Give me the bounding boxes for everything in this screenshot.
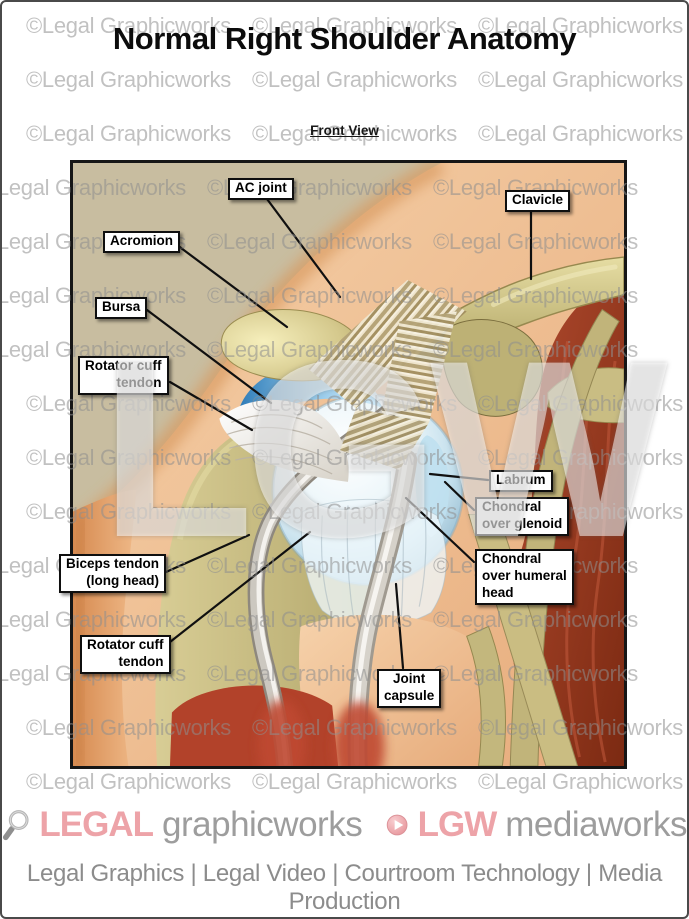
- page-title: Normal Right Shoulder Anatomy: [112, 21, 577, 56]
- label-clavicle: Clavicle: [505, 190, 571, 212]
- footer-tagline: Legal Graphics | Legal Video | Courtroom…: [26, 860, 663, 915]
- label-rotator-cuff-tendon-upper: Rotator cuff tendon: [78, 356, 169, 395]
- brand-mediaworks-text: mediaworks: [505, 805, 687, 844]
- coracoid-bone: [441, 319, 543, 417]
- label-acromion: Acromion: [103, 231, 181, 253]
- watermark-tile: ©Legal Graphicworks: [252, 769, 457, 794]
- view-label: Front View: [310, 123, 379, 138]
- coracoacromial-ligament-band: [340, 408, 430, 470]
- watermark-tile: ©Legal Graphicworks: [252, 67, 457, 92]
- ac-ligament-band: [308, 279, 467, 409]
- footer-brands: LEGAL graphicworks LGW mediaworks: [2, 796, 687, 854]
- watermark-tile: ©Legal Graphicworks: [26, 769, 231, 794]
- arm-shadow: [73, 514, 88, 766]
- biceps-muscle-tip: [257, 699, 306, 766]
- watermark-tile: ©Legal Graphicworks: [478, 769, 683, 794]
- label-ac-joint: AC joint: [228, 178, 294, 200]
- brand-lgw-text: LGW: [417, 805, 498, 844]
- bone-edge-strip: [466, 625, 506, 766]
- watermark-tile: ©Legal Graphicworks: [478, 67, 683, 92]
- brand-legal-text: LEGAL: [39, 805, 154, 844]
- magnifier-icon: [2, 810, 29, 841]
- clavicle-highlight: [490, 264, 618, 308]
- label-rotator-cuff-tendon-lower: Rotator cuff tendon: [80, 635, 171, 674]
- label-joint-capsule: Joint capsule: [377, 669, 442, 708]
- brand-graphicworks-text: graphicworks: [162, 805, 363, 844]
- label-bursa: Bursa: [95, 297, 148, 319]
- shoulder-illustration: [73, 163, 624, 766]
- label-chondral-over-humeral-head: Chondral over humeral head: [475, 549, 574, 605]
- play-icon: [387, 814, 408, 836]
- muscle-lower: [169, 685, 339, 766]
- coracoclavicular-ligament-band: [381, 311, 457, 423]
- lateral-muscle-tip: [333, 701, 385, 766]
- label-labrum: Labrum: [489, 470, 553, 492]
- label-biceps-tendon-long-head: Biceps tendon (long head): [59, 554, 167, 593]
- watermark-tile: ©Legal Graphicworks: [26, 67, 231, 92]
- label-chondral-over-glenoid: Chondral over glenoid: [475, 497, 570, 536]
